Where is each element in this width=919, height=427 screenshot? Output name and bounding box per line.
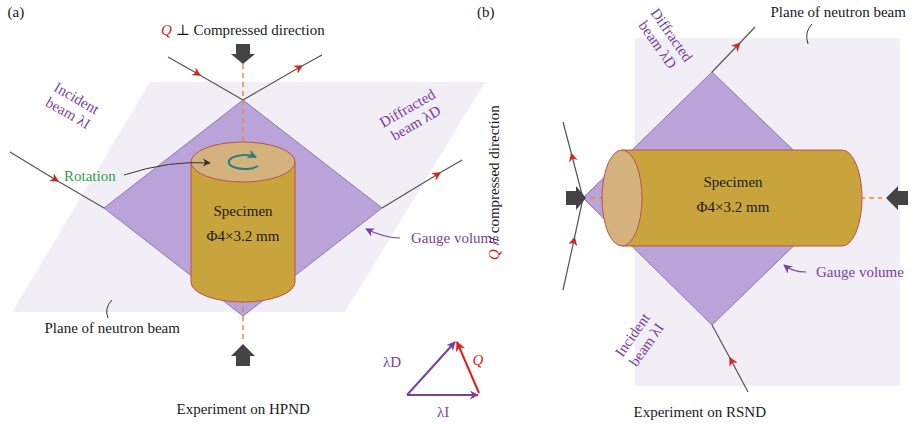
specimen-size: Φ4×3.2 mm bbox=[697, 195, 770, 221]
figure-label: Q bbox=[473, 352, 484, 369]
leader-line bbox=[784, 265, 806, 272]
specimen-name: Specimen bbox=[697, 170, 770, 196]
figure-label: Gauge volume bbox=[816, 264, 904, 281]
figure-label: Q ⊥ Compressed direction bbox=[161, 22, 325, 39]
load-arrow bbox=[886, 186, 908, 210]
load-arrow bbox=[566, 186, 586, 210]
specimen-top bbox=[191, 142, 295, 182]
figure-label: Incident beam λI bbox=[33, 73, 111, 138]
rotation-arrow bbox=[229, 155, 258, 169]
figure-label: (a) bbox=[8, 4, 25, 21]
leader-line bbox=[366, 229, 400, 238]
specimen-end bbox=[602, 150, 642, 246]
wavevector-incident bbox=[407, 394, 478, 396]
figure-label: Experiment on HPND bbox=[177, 401, 310, 418]
load-arrow bbox=[231, 44, 255, 64]
leader-line bbox=[107, 300, 112, 318]
specimen-node: SpecimenΦ4×3.2 mm bbox=[201, 195, 286, 254]
leader-line bbox=[124, 163, 210, 176]
wavevector-diffracted bbox=[407, 342, 455, 395]
figure-label: Plane of neutron beam bbox=[771, 4, 906, 21]
specimen-cylinder bbox=[622, 150, 862, 246]
figure-label: Q // compressed direction bbox=[485, 105, 502, 260]
figure-label: λI bbox=[437, 404, 449, 421]
specimen-cylinder bbox=[191, 162, 295, 302]
figure-label: Plane of neutron beam bbox=[45, 320, 180, 337]
figure-label: Experiment on RSND bbox=[634, 404, 767, 421]
load-arrow bbox=[231, 344, 255, 366]
leader-line bbox=[807, 24, 812, 44]
figure-label: λD bbox=[383, 354, 401, 371]
figure-label: Rotation bbox=[64, 168, 116, 185]
specimen-name: Specimen bbox=[207, 199, 280, 225]
figure-label: (b) bbox=[477, 4, 495, 21]
specimen-size: Φ4×3.2 mm bbox=[207, 224, 280, 250]
gauge-volume bbox=[104, 100, 382, 316]
specimen-node: SpecimenΦ4×3.2 mm bbox=[691, 166, 776, 225]
